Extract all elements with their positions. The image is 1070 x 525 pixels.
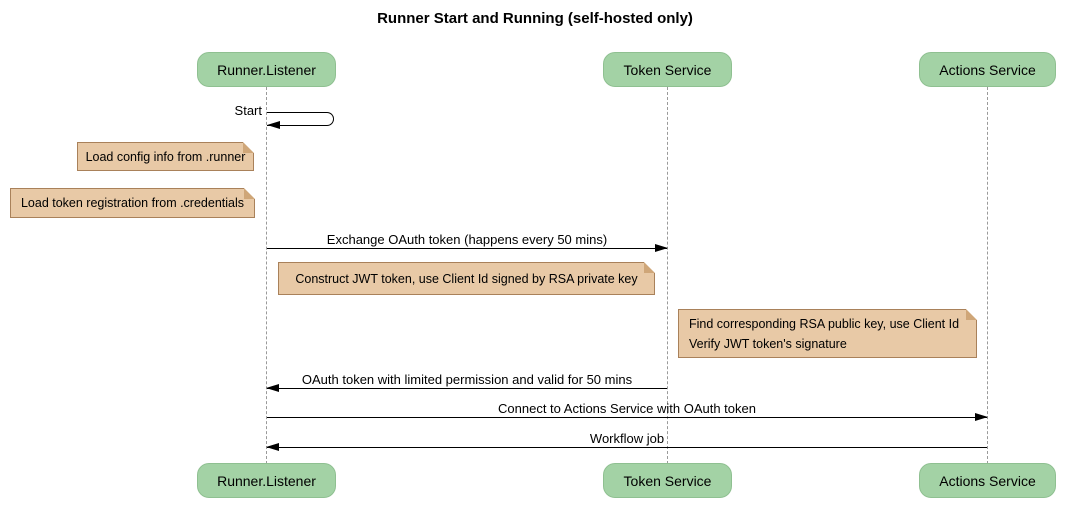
participant-label: Runner.Listener <box>217 61 316 78</box>
message-label: Exchange OAuth token (happens every 50 m… <box>326 232 608 247</box>
participant-runner-listener-top: Runner.Listener <box>197 52 336 87</box>
message-line <box>266 443 987 451</box>
arrowhead-left-icon <box>266 443 279 451</box>
message-exchange-oauth: Exchange OAuth token (happens every 50 m… <box>267 232 668 252</box>
message-line <box>267 244 668 252</box>
note-load-token-registration: Load token registration from .credential… <box>10 188 255 218</box>
arrowhead-right-icon <box>655 244 668 252</box>
message-line <box>266 384 667 392</box>
arrowhead-left-icon <box>267 121 280 129</box>
message-workflow-job: Workflow job <box>266 431 987 451</box>
participant-actions-service-bottom: Actions Service <box>919 463 1056 498</box>
diagram-title: Runner Start and Running (self-hosted on… <box>377 10 693 27</box>
message-start-label: Start <box>234 103 262 118</box>
note-construct-jwt: Construct JWT token, use Client Id signe… <box>278 262 655 295</box>
participant-label: Runner.Listener <box>217 472 316 489</box>
participant-token-service-bottom: Token Service <box>603 463 732 498</box>
participant-label: Actions Service <box>939 61 1036 78</box>
participant-runner-listener-bottom: Runner.Listener <box>197 463 336 498</box>
arrowhead-left-icon <box>266 384 279 392</box>
self-message-loop <box>267 112 334 126</box>
note-verify-jwt: Find corresponding RSA public key, use C… <box>678 309 977 358</box>
note-load-config: Load config info from .runner <box>77 142 254 171</box>
participant-label: Token Service <box>623 472 712 489</box>
lifeline-token-service <box>667 87 668 464</box>
participant-token-service-top: Token Service <box>603 52 732 87</box>
lifeline-runner-listener <box>266 87 267 464</box>
lifeline-actions-service <box>987 87 988 464</box>
message-oauth-token-return: OAuth token with limited permission and … <box>266 372 667 392</box>
message-label: Workflow job <box>589 431 665 446</box>
arrowhead-right-icon <box>975 413 988 421</box>
message-label: Connect to Actions Service with OAuth to… <box>498 401 756 416</box>
participant-label: Token Service <box>623 61 712 78</box>
message-connect-actions: Connect to Actions Service with OAuth to… <box>267 401 988 421</box>
message-label: OAuth token with limited permission and … <box>301 372 633 387</box>
message-line <box>267 413 988 421</box>
participant-label: Actions Service <box>939 472 1036 489</box>
participant-actions-service-top: Actions Service <box>919 52 1056 87</box>
